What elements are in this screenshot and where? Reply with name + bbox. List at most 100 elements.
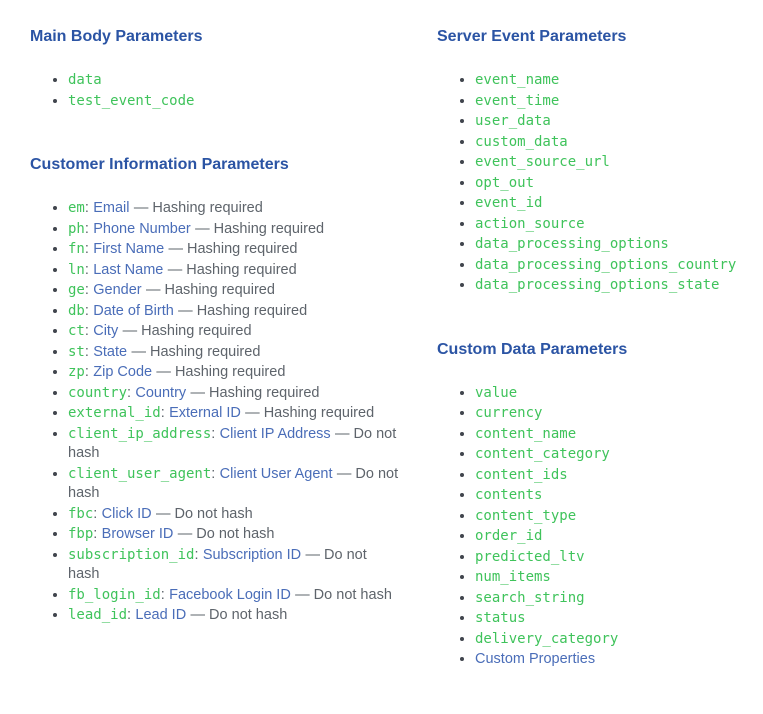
param-link[interactable]: Client IP Address	[219, 425, 331, 442]
param-note: — Hashing required	[178, 302, 308, 319]
param-item: ge:Gender— Hashing required	[68, 280, 401, 301]
param-link[interactable]: Subscription ID	[202, 546, 302, 563]
param-link[interactable]: Click ID	[101, 505, 152, 522]
section-title-server-event: Server Event Parameters	[437, 28, 627, 45]
param-code: subscription_id	[68, 546, 195, 563]
param-note: — Hashing required	[122, 323, 252, 339]
param-item: client_ip_address:Client IP Address— Do …	[68, 424, 401, 464]
param-code: num_items	[475, 569, 551, 585]
param-item: fn:First Name— Hashing required	[68, 239, 401, 260]
param-item: em:Email— Hashing required	[68, 198, 401, 219]
param-note: — Hashing required	[156, 364, 286, 380]
param-code: opt_out	[475, 174, 535, 191]
param-item: content_type	[475, 506, 763, 527]
param-item: Custom Properties	[475, 649, 763, 670]
param-link[interactable]: Last Name	[93, 261, 164, 278]
param-code: country	[68, 384, 128, 401]
param-item: action_source	[475, 214, 763, 235]
param-code: content_name	[475, 425, 577, 442]
param-note: — Do not hash	[177, 526, 275, 542]
param-link[interactable]: Gender	[93, 282, 142, 298]
param-item: st:State— Hashing required	[68, 342, 401, 363]
param-code: test_event_code	[68, 92, 195, 109]
param-code: event_id	[475, 195, 543, 211]
param-code: fbp	[68, 526, 94, 542]
param-code: content_category	[475, 446, 610, 462]
param-item: event_time	[475, 91, 763, 112]
param-link[interactable]: Date of Birth	[93, 302, 174, 319]
param-link[interactable]: External ID	[169, 405, 241, 421]
param-link[interactable]: Browser ID	[101, 526, 174, 542]
param-code: st	[68, 343, 85, 360]
param-link[interactable]: State	[93, 343, 128, 360]
section-customer-info: Customer Information Parameters em:Email…	[30, 155, 401, 626]
param-code: predicted_ltv	[475, 548, 585, 565]
param-code: status	[475, 610, 526, 626]
param-item: fbp:Browser ID— Do not hash	[68, 524, 401, 545]
param-item: num_items	[475, 567, 763, 588]
param-code: db	[68, 302, 85, 319]
section-title-main-body: Main Body Parameters	[30, 28, 203, 45]
param-item: currency	[475, 403, 763, 424]
param-item: value	[475, 383, 763, 404]
param-link[interactable]: City	[93, 323, 119, 339]
param-link[interactable]: Lead ID	[135, 607, 187, 623]
param-item: ln:Last Name— Hashing required	[68, 260, 401, 281]
param-link[interactable]: Custom Properties	[475, 651, 596, 667]
param-code: fb_login_id	[68, 586, 161, 603]
colon-separator: :	[127, 384, 132, 401]
colon-separator: :	[127, 607, 132, 623]
param-link[interactable]: First Name	[93, 241, 165, 257]
param-note: — Do not hash	[68, 465, 399, 502]
param-code: data_processing_options_country	[475, 256, 737, 273]
param-code: ph	[68, 220, 85, 237]
section-server-event: Server Event Parameters event_name event…	[437, 27, 763, 296]
param-code: custom_data	[475, 133, 568, 150]
param-code: client_user_agent	[68, 465, 212, 482]
param-code: external_id	[68, 405, 161, 421]
param-item: delivery_category	[475, 629, 763, 650]
custom-data-param-list: value currency content_name content_cate…	[437, 383, 763, 670]
param-code: lead_id	[68, 607, 128, 623]
param-item: data_processing_options	[475, 234, 763, 255]
param-note: — Hashing required	[245, 405, 375, 421]
param-item: db:Date of Birth— Hashing required	[68, 301, 401, 322]
param-note: — Hashing required	[168, 241, 298, 257]
param-note: — Do not hash	[68, 425, 397, 462]
section-title-customer-info: Customer Information Parameters	[30, 156, 289, 173]
colon-separator: :	[93, 526, 98, 542]
colon-separator: :	[84, 220, 89, 237]
left-column: Main Body Parameters data test_event_cod…	[30, 27, 401, 714]
param-code: ln	[68, 261, 85, 278]
colon-separator: :	[84, 200, 89, 216]
param-item: event_name	[475, 70, 763, 91]
param-link[interactable]: Email	[93, 200, 130, 216]
param-note: — Hashing required	[195, 220, 325, 237]
param-item: status	[475, 608, 763, 629]
param-code: user_data	[475, 113, 551, 129]
param-item: contents	[475, 485, 763, 506]
param-item: event_source_url	[475, 152, 763, 173]
param-item: external_id:External ID— Hashing require…	[68, 403, 401, 424]
colon-separator: :	[160, 586, 165, 603]
param-code: ct	[68, 323, 85, 339]
param-note: — Hashing required	[145, 282, 275, 298]
param-link[interactable]: Phone Number	[93, 220, 191, 237]
param-item: opt_out	[475, 173, 763, 194]
param-link[interactable]: Client User Agent	[219, 465, 333, 482]
param-link[interactable]: Country	[135, 384, 187, 401]
param-item: ct:City— Hashing required	[68, 321, 401, 342]
colon-separator: :	[93, 505, 98, 522]
param-code: search_string	[475, 589, 585, 606]
param-item: user_data	[475, 111, 763, 132]
param-item: client_user_agent:Client User Agent— Do …	[68, 464, 401, 504]
section-title-custom-data: Custom Data Parameters	[437, 340, 628, 358]
param-link[interactable]: Facebook Login ID	[169, 586, 291, 603]
param-item: ph:Phone Number— Hashing required	[68, 219, 401, 240]
param-link[interactable]: Zip Code	[93, 364, 153, 380]
param-item: custom_data	[475, 132, 763, 153]
param-note: — Do not hash	[190, 607, 288, 623]
colon-separator: :	[84, 343, 89, 360]
section-main-body: Main Body Parameters data test_event_cod…	[30, 27, 401, 111]
param-note: — Do not hash	[295, 586, 392, 603]
